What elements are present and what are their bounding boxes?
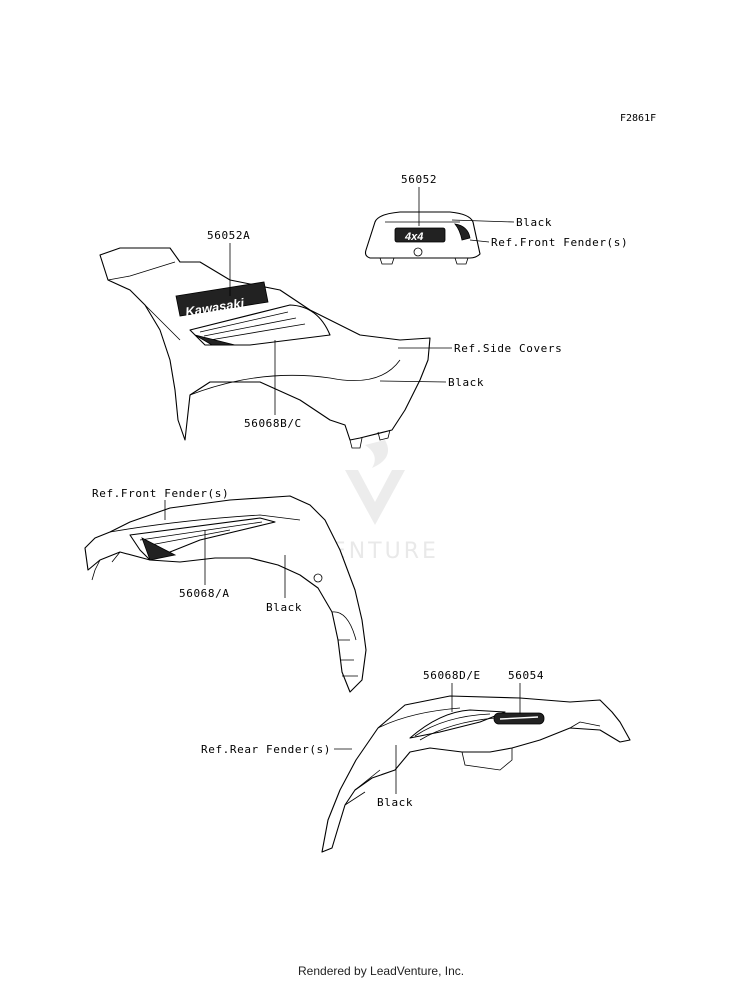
callout-ref-front-fender-mid: Ref.Front Fender(s)	[92, 487, 229, 500]
rear-fender-part	[321, 695, 631, 853]
front-fender-part	[84, 495, 367, 693]
footer-credit: Rendered by LeadVenture, Inc.	[298, 964, 464, 978]
callout-black-side: Black	[448, 376, 484, 389]
callout-black-top: Black	[516, 216, 552, 229]
callout-56068DE: 56068D/E	[423, 669, 481, 682]
callout-black-mid: Black	[266, 601, 302, 614]
callout-56052: 56052	[401, 173, 437, 186]
callout-ref-front-fender-top: Ref.Front Fender(s)	[491, 236, 628, 249]
callout-ref-side-covers: Ref.Side Covers	[454, 342, 562, 355]
side-cover-part: Kawasaki	[99, 247, 431, 449]
callout-black-rear: Black	[377, 796, 413, 809]
callout-56068BC: 56068B/C	[244, 417, 302, 430]
four-by-four-decal: 4x4	[404, 231, 423, 243]
front-fender-emblem-part: 4x4	[364, 211, 481, 265]
callout-ref-rear-fender: Ref.Rear Fender(s)	[201, 743, 331, 756]
callout-56068A: 56068/A	[179, 587, 230, 600]
callout-56054: 56054	[508, 669, 544, 682]
callout-56052A: 56052A	[207, 229, 250, 242]
figure-code: F2861F	[620, 113, 656, 124]
